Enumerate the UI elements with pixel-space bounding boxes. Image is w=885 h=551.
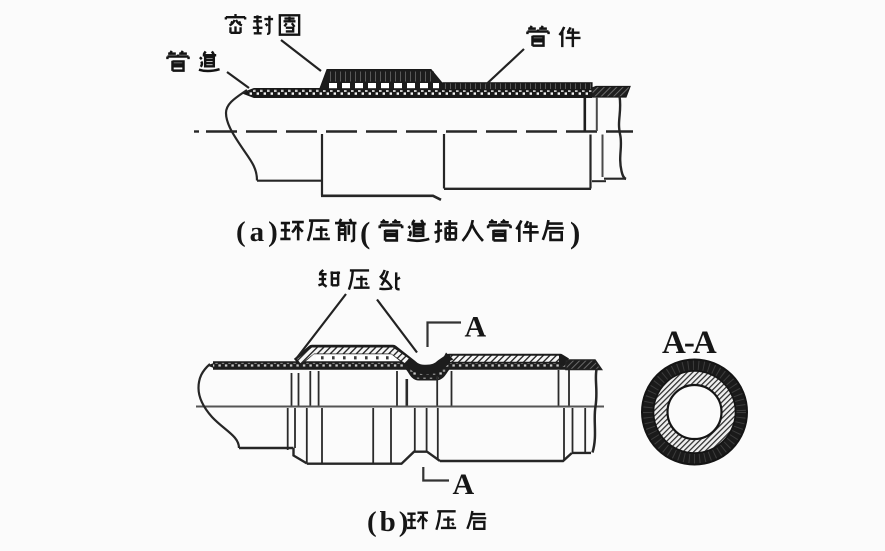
svg-text:A: A bbox=[465, 311, 487, 344]
svg-text:(a): (a) bbox=[236, 216, 282, 248]
svg-text:(b): (b) bbox=[367, 506, 411, 538]
svg-text:A-A: A-A bbox=[662, 325, 717, 361]
svg-text:A: A bbox=[453, 468, 475, 501]
svg-text:): ) bbox=[570, 215, 580, 250]
svg-text:(: ( bbox=[360, 215, 370, 250]
